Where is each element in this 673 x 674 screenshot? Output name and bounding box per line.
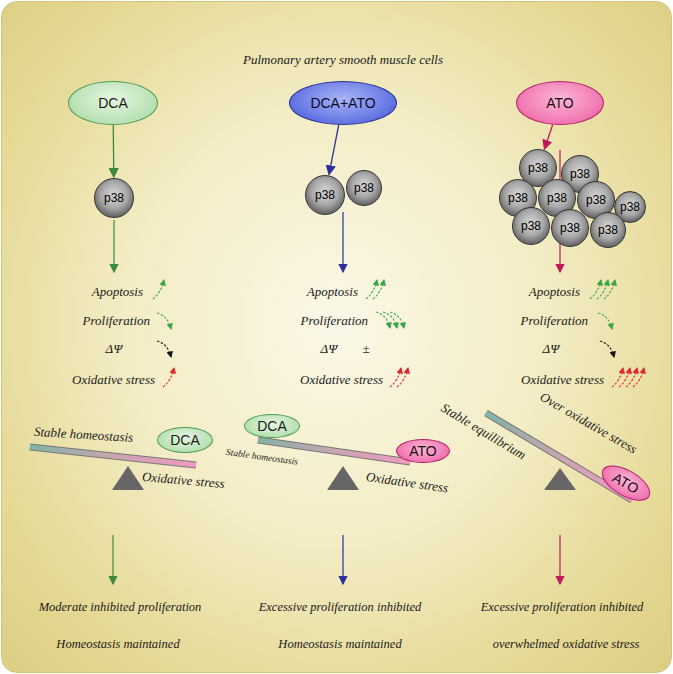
trend-arrow	[366, 280, 377, 299]
trend-arrow	[598, 313, 612, 329]
node-text: DCA	[98, 95, 128, 111]
treatment-ellipse: DCA	[244, 414, 300, 438]
signal-arrow	[113, 125, 115, 177]
p38-sphere: p38	[305, 175, 345, 215]
trend-arrow	[157, 313, 171, 329]
trend-arrow	[390, 368, 401, 387]
trend-arrow	[612, 368, 623, 387]
effect-label: Oxidative stress	[300, 373, 383, 387]
trend-arrow	[626, 368, 637, 387]
node-text: p38	[354, 181, 374, 195]
node-text: p38	[528, 161, 548, 175]
node-text: p38	[570, 167, 590, 181]
effect-label: ΔΨ	[321, 342, 338, 356]
trend-arrow	[590, 280, 601, 299]
node-text: p38	[104, 191, 124, 205]
effect-label: Oxidative stress	[521, 373, 604, 387]
node-text: p38	[547, 191, 567, 205]
treatment-ellipse: ATO	[516, 81, 604, 125]
p38-sphere: p38	[512, 207, 550, 245]
node-text: p38	[508, 191, 528, 205]
trend-arrow	[373, 280, 384, 299]
node-text: p38	[586, 193, 606, 207]
outcome-text: overwhelmed oxidative stress	[493, 638, 640, 652]
effect-label: Apoptosis	[529, 285, 580, 299]
signal-arrow	[544, 125, 552, 149]
effect-label: Proliferation	[83, 314, 150, 328]
treatment-ellipse: DCA	[157, 427, 213, 453]
effect-label: Apoptosis	[92, 285, 143, 299]
p38-sphere: p38	[94, 178, 134, 218]
outcome-text: Homeostasis maintained	[278, 638, 401, 652]
effect-label: Proliferation	[521, 314, 588, 328]
p38-sphere: p38	[346, 170, 382, 206]
node-text: p38	[315, 188, 335, 202]
node-text: DCA+ATO	[310, 95, 375, 111]
treatment-ellipse: DCA+ATO	[289, 81, 397, 125]
treatment-ellipse: ATO	[396, 439, 450, 463]
trend-arrow	[600, 341, 614, 357]
effect-label: ±	[362, 342, 369, 356]
node-text: p38	[521, 219, 541, 233]
node-text: DCA	[170, 432, 200, 448]
treatment-ellipse: DCA	[68, 81, 158, 125]
title: Pulmonary artery smooth muscle cells	[243, 53, 443, 67]
outcome-text: Homeostasis maintained	[56, 638, 179, 652]
node-text: DCA	[257, 418, 287, 434]
outcome-text: Excessive proliferation inhibited	[481, 601, 644, 615]
node-text: ATO	[546, 95, 574, 111]
trend-arrow	[619, 368, 630, 387]
node-text: p38	[598, 223, 618, 237]
p38-sphere: p38	[590, 212, 626, 248]
effect-label: Oxidative stress	[72, 373, 155, 387]
trend-arrow	[153, 280, 164, 299]
trend-arrow	[163, 368, 174, 387]
trend-arrow	[390, 312, 404, 328]
trend-arrow	[397, 368, 408, 387]
effect-label: ΔΨ	[106, 342, 123, 356]
outcome-text: Moderate inhibited proliferation	[39, 601, 202, 615]
node-text: ATO	[409, 443, 437, 459]
effect-label: Apoptosis	[307, 285, 358, 299]
effect-label: Proliferation	[301, 314, 368, 328]
effect-label: ΔΨ	[543, 342, 560, 356]
node-text: p38	[560, 221, 580, 235]
trend-arrow	[633, 368, 644, 387]
signal-arrow	[329, 125, 339, 174]
node-text: p38	[620, 200, 640, 214]
trend-arrow	[597, 280, 608, 299]
trend-arrow	[157, 341, 171, 357]
trend-arrow	[604, 280, 615, 299]
p38-sphere: p38	[551, 209, 589, 247]
outcome-text: Excessive proliferation inhibited	[259, 601, 422, 615]
